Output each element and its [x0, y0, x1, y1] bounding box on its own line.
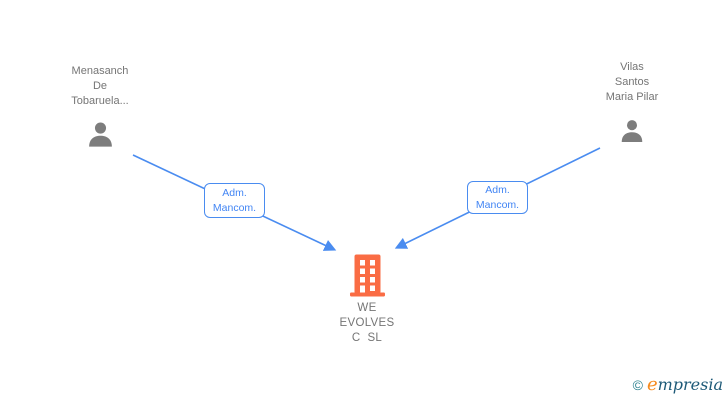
person-icon [621, 120, 643, 142]
empresia-logo[interactable]: © empresia [633, 374, 723, 395]
company-name-label: WE EVOLVES C SL [339, 302, 395, 344]
brand-wordmark: empresia [647, 374, 723, 395]
brand-initial: e [646, 374, 658, 395]
person-name-label: Menasanch De Tobaruela... [71, 65, 129, 107]
building-icon [349, 254, 385, 297]
edge-label-text: Adm. Mancom. [212, 186, 257, 214]
person-name-label: Vilas Santos Maria Pilar [605, 61, 659, 103]
brand-rest: mpresia [657, 375, 723, 394]
node-person-menasanch[interactable]: Menasanch De Tobaruela... [36, 64, 164, 151]
edge-label-adm-mancom-left[interactable]: Adm. Mancom. [204, 183, 265, 218]
edge-label-text: Adm. Mancom. [475, 183, 520, 211]
node-person-vilas[interactable]: Vilas Santos Maria Pilar [568, 60, 696, 146]
node-company-we-evolves[interactable]: WE EVOLVES C SL [303, 253, 431, 346]
copyright-icon: © [632, 377, 643, 393]
edge-label-adm-mancom-right[interactable]: Adm. Mancom. [467, 181, 528, 214]
person-icon [88, 122, 112, 147]
